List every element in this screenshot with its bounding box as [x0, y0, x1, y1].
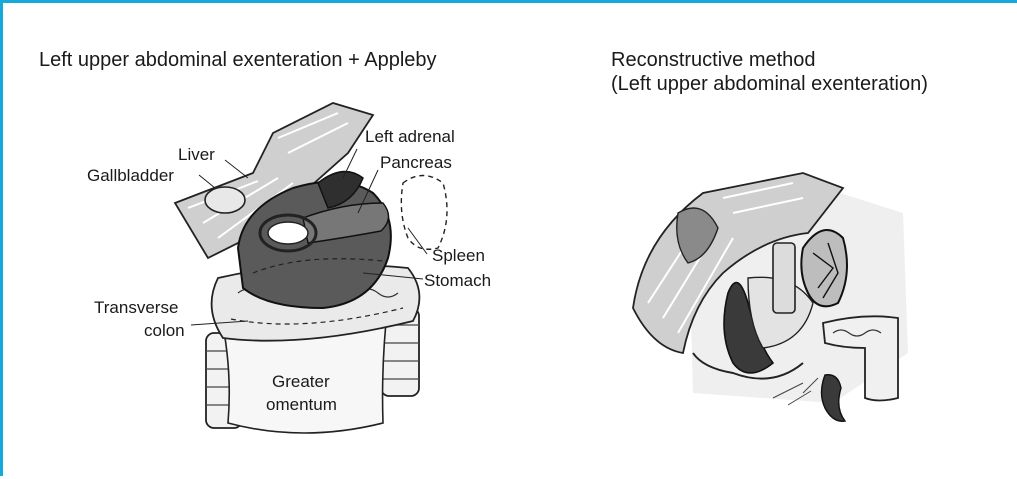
label-liver: Liver — [178, 145, 215, 164]
label-transverse-colon-line-1: Transverse — [94, 298, 178, 317]
label-transverse-colon-line-2: colon — [144, 321, 185, 340]
spleen-illustration — [401, 176, 447, 250]
label-spleen: Spleen — [432, 246, 485, 265]
label-greater-omentum-line-2: omentum — [266, 395, 337, 414]
illustrations: Liver Gallbladder Left adrenal Pancreas … — [3, 3, 1017, 479]
label-stomach: Stomach — [424, 271, 491, 290]
label-pancreas: Pancreas — [380, 153, 452, 172]
label-gallbladder: Gallbladder — [87, 166, 174, 185]
gallbladder-illustration — [205, 187, 245, 213]
label-left-adrenal: Left adrenal — [365, 127, 455, 146]
right-reconstruction-illustration — [633, 173, 908, 421]
label-greater-omentum-line-1: Greater — [272, 372, 330, 391]
